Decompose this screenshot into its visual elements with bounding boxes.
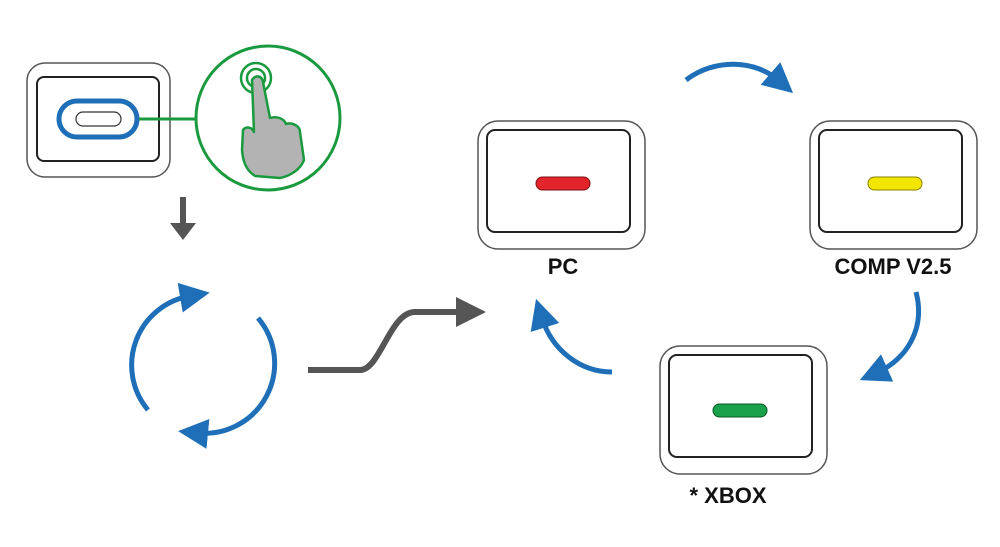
cycle-icon (129, 282, 278, 449)
controller-button-press (26, 44, 342, 192)
led-red (535, 176, 591, 191)
controller-pc (477, 120, 646, 250)
mode-label-xbox: * XBOX (689, 483, 767, 508)
down-arrow-icon (170, 197, 196, 240)
mode-label-pc: PC (547, 254, 579, 279)
controller-xbox (659, 345, 828, 475)
mode-label-comp: COMP V2.5 (834, 254, 952, 279)
next-arrow-icon (308, 297, 486, 373)
led-green (712, 403, 768, 418)
led-yellow (867, 176, 923, 191)
controller-comp (809, 120, 978, 250)
arrow-xbox-to-pc-icon (530, 298, 613, 375)
arrow-comp-to-xbox-icon (859, 291, 922, 382)
arrow-pc-to-comp-icon (684, 61, 794, 94)
